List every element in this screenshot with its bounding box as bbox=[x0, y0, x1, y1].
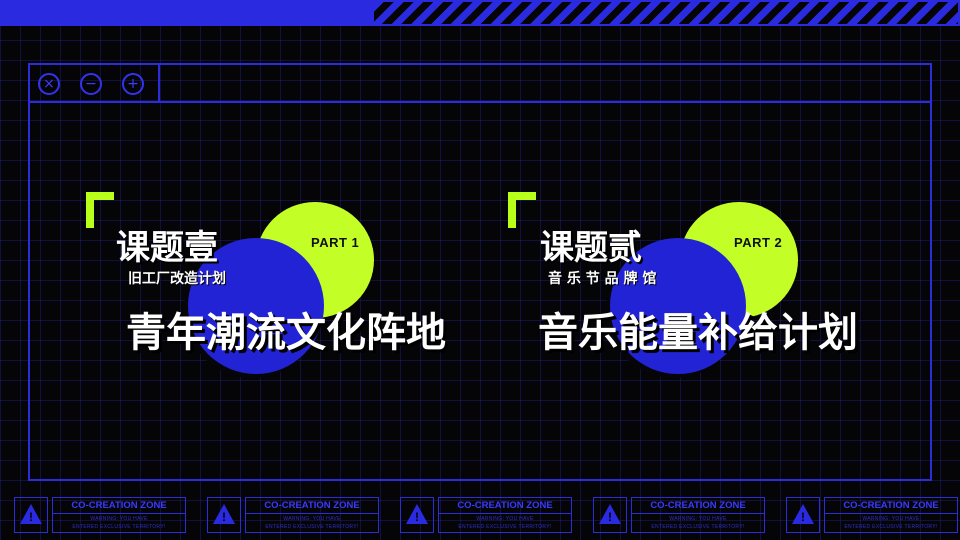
zone-badge-warning-line-1: WARNING: YOU HAVE bbox=[862, 516, 920, 522]
zone-badge-warning-line-2: ENTERED EXCLUSIVE TERRITORY! bbox=[265, 524, 359, 530]
topic-1-title: 课题壹 bbox=[116, 228, 218, 268]
zone-badge-title: CO-CREATION ZONE bbox=[457, 500, 553, 511]
zone-badge-warning-line-1: WARNING: YOU HAVE bbox=[90, 516, 148, 522]
zone-badge-title: CO-CREATION ZONE bbox=[71, 500, 167, 511]
zone-badge-warning-line-1: WARNING: YOU HAVE bbox=[669, 516, 727, 522]
zone-badge-warning-line-2: ENTERED EXCLUSIVE TERRITORY! bbox=[72, 524, 166, 530]
zone-badge-warning-line-2: ENTERED EXCLUSIVE TERRITORY! bbox=[651, 524, 745, 530]
warning-icon: ! bbox=[786, 497, 820, 533]
topic-1-subtitle: 旧工厂改造计划 bbox=[128, 271, 226, 287]
zone-badge: ! CO-CREATION ZONE WARNING: YOU HAVE ENT… bbox=[207, 497, 379, 533]
minimize-icon[interactable]: − bbox=[80, 73, 102, 95]
close-icon[interactable]: × bbox=[38, 73, 60, 95]
zone-badge-warning-line-2: ENTERED EXCLUSIVE TERRITORY! bbox=[458, 524, 552, 530]
zone-badge: ! CO-CREATION ZONE WARNING: YOU HAVE ENT… bbox=[14, 497, 186, 533]
top-stripes bbox=[372, 0, 960, 26]
zone-badge-warning-line-2: ENTERED EXCLUSIVE TERRITORY! bbox=[844, 524, 938, 530]
topic-2-blue-circle bbox=[610, 238, 746, 374]
zone-badge: ! CO-CREATION ZONE WARNING: YOU HAVE ENT… bbox=[593, 497, 765, 533]
zone-badge-title: CO-CREATION ZONE bbox=[650, 500, 746, 511]
topic-1-blue-circle bbox=[188, 238, 324, 374]
topic-1-headline: 青年潮流文化阵地 bbox=[126, 310, 446, 356]
zone-badge-box: CO-CREATION ZONE WARNING: YOU HAVE ENTER… bbox=[631, 497, 765, 533]
warning-icon: ! bbox=[593, 497, 627, 533]
zone-badge: ! CO-CREATION ZONE WARNING: YOU HAVE ENT… bbox=[400, 497, 572, 533]
topic-1-bracket bbox=[86, 192, 114, 228]
zone-badge-box: CO-CREATION ZONE WARNING: YOU HAVE ENTER… bbox=[245, 497, 379, 533]
topic-2-title: 课题贰 bbox=[540, 228, 642, 268]
zone-badge-title: CO-CREATION ZONE bbox=[843, 500, 939, 511]
topic-2-subtitle: 音 乐 节 品 牌 馆 bbox=[548, 271, 657, 287]
zone-badge-warning-line-1: WARNING: YOU HAVE bbox=[476, 516, 534, 522]
zone-badge: ! CO-CREATION ZONE WARNING: YOU HAVE ENT… bbox=[786, 497, 958, 533]
zone-badge-box: CO-CREATION ZONE WARNING: YOU HAVE ENTER… bbox=[52, 497, 186, 533]
title-bar: × − + bbox=[30, 65, 930, 103]
window-frame: × − + bbox=[28, 63, 932, 481]
topic-1-part-label: PART 1 bbox=[311, 235, 360, 250]
zone-badge-title: CO-CREATION ZONE bbox=[264, 500, 360, 511]
maximize-icon[interactable]: + bbox=[122, 73, 144, 95]
warning-icon: ! bbox=[207, 497, 241, 533]
zone-badge-box: CO-CREATION ZONE WARNING: YOU HAVE ENTER… bbox=[438, 497, 572, 533]
top-bar bbox=[0, 0, 372, 26]
title-bar-divider bbox=[158, 65, 160, 103]
zone-badge-warning-line-1: WARNING: YOU HAVE bbox=[283, 516, 341, 522]
topic-2-part-label: PART 2 bbox=[734, 235, 783, 250]
warning-icon: ! bbox=[400, 497, 434, 533]
zone-badge-box: CO-CREATION ZONE WARNING: YOU HAVE ENTER… bbox=[824, 497, 958, 533]
topic-2-bracket bbox=[508, 192, 536, 228]
warning-icon: ! bbox=[14, 497, 48, 533]
topic-2-headline: 音乐能量补给计划 bbox=[538, 310, 858, 356]
